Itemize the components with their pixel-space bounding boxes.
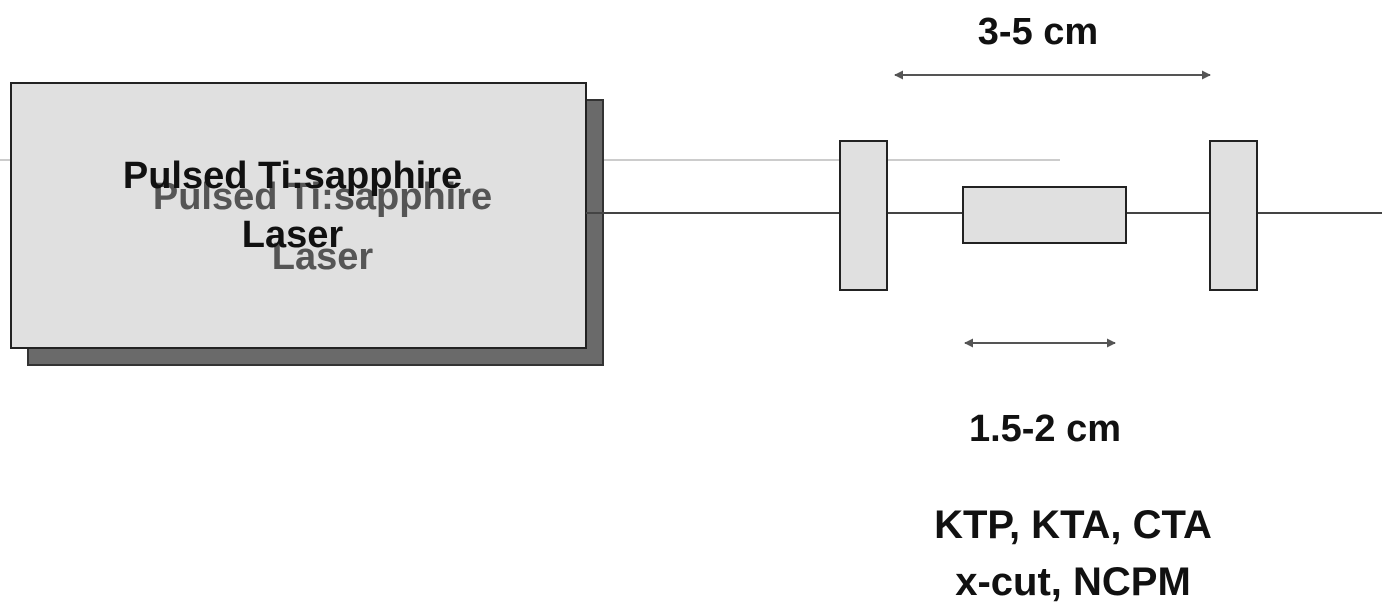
laser-shadow-title: Pulsed Ti:sapphire [152, 176, 493, 218]
crystal-cut-label: x-cut, NCPM [955, 560, 1191, 604]
laser-shadow-subtitle: Laser [271, 236, 374, 278]
laser-title: Pulsed Ti:sapphire [122, 155, 463, 197]
crystal-materials-label: KTP, KTA, CTA [934, 503, 1212, 547]
nonlinear-crystal [962, 186, 1127, 244]
laser-subtitle: Laser [241, 214, 344, 256]
input-mirror [839, 140, 888, 291]
crystal-length-label: 1.5-2 cm [968, 408, 1122, 450]
output-mirror [1209, 140, 1258, 291]
laser-box [10, 82, 587, 349]
cavity-length-label: 3-5 cm [977, 11, 1099, 53]
